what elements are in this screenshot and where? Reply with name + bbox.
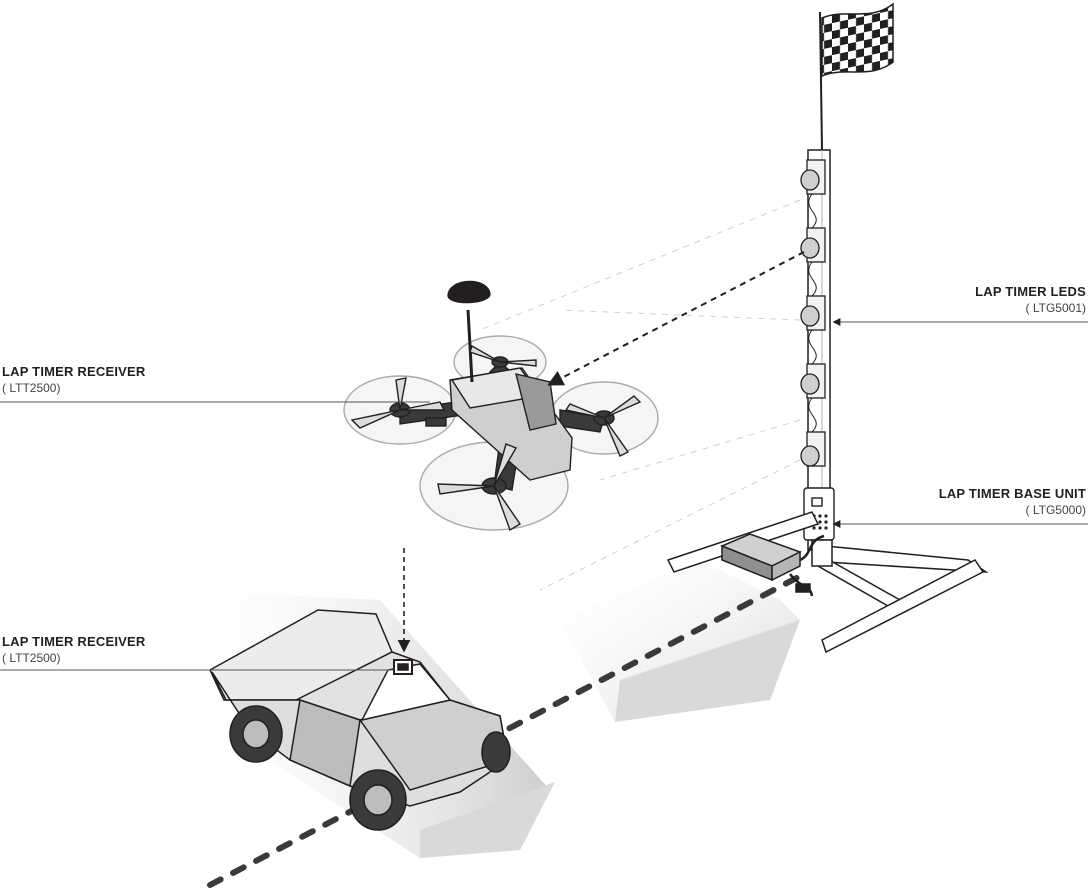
drone-receiver-module (425, 417, 447, 427)
callout-title: LAP TIMER LEDS (975, 284, 1086, 299)
signal-arrow-to-drone (547, 251, 805, 386)
callout-code: ( LTG5000) (1025, 503, 1086, 517)
callout-code: ( LTT2500) (2, 381, 61, 395)
flag-pole (807, 2, 894, 551)
led-module (800, 295, 826, 331)
callout-title: LAP TIMER RECEIVER (2, 364, 146, 379)
truck-wheel-rear (229, 705, 283, 763)
callout-code: ( LTT2500) (2, 651, 61, 665)
led-strip (800, 159, 826, 467)
callout-title: LAP TIMER RECEIVER (2, 634, 146, 649)
signal-beams (479, 199, 801, 591)
race-line (207, 569, 811, 888)
trail-arrow-right (615, 620, 800, 722)
base-unit (803, 487, 835, 541)
leader-lines (0, 318, 1088, 671)
rc-truck (209, 609, 511, 831)
led-module (800, 431, 826, 467)
truck-wheel-front (349, 769, 407, 831)
callout-base-unit: LAP TIMER BASE UNIT ( LTG5000) (939, 486, 1086, 518)
callout-title: LAP TIMER BASE UNIT (938, 486, 1086, 501)
led-module (800, 227, 826, 263)
led-module (800, 363, 826, 399)
truck-wheel-front-right (481, 731, 511, 773)
callout-drone-receiver: LAP TIMER RECEIVER ( LTT2500) (2, 364, 146, 396)
callout-code: ( LTG5001) (1025, 301, 1086, 315)
truck-windshield (360, 663, 452, 722)
callout-leds: LAP TIMER LEDS ( LTG5001) (975, 284, 1086, 316)
led-module (800, 159, 826, 195)
battery-pack (720, 533, 825, 597)
trail-arrow-left (420, 782, 555, 858)
callout-car-receiver: LAP TIMER RECEIVER ( LTT2500) (2, 634, 146, 666)
checkered-flag (821, 2, 894, 78)
fpv-drone (343, 280, 659, 532)
